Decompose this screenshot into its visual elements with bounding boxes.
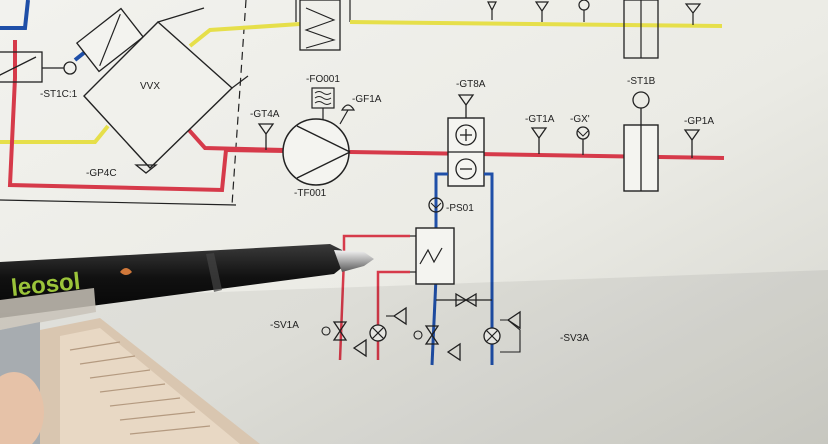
triangle-sensor-icon	[457, 94, 475, 107]
gx-label: -GX'	[570, 114, 590, 125]
paper-shadow	[0, 270, 828, 444]
triangle-sensor-icon	[257, 123, 275, 136]
triangle-sensor-icon	[487, 1, 497, 12]
sensor-gt8a: -GT8A	[456, 79, 486, 118]
pen-clip	[0, 288, 96, 330]
sensor-gf1a: -GF1A	[339, 94, 382, 125]
triangle-sensor-icon	[392, 306, 407, 326]
outdoor-air-line	[188, 22, 301, 48]
sensor-gx: -GX'	[570, 114, 590, 155]
gp1a-label: -GP1A	[684, 116, 714, 127]
gt1a-label: -GT1A	[525, 114, 555, 125]
sensor-ps01: -PS01	[428, 197, 474, 214]
actuator-icon	[321, 326, 331, 336]
heat-exchanger-vvx: VVX	[83, 7, 249, 170]
outdoor-duct-top	[349, 20, 723, 28]
pressure-sensor-icon	[428, 197, 444, 213]
st1c-label: -ST1C:1	[40, 89, 78, 100]
hot-pipe-outer	[338, 234, 410, 361]
damper-icon	[0, 51, 43, 83]
sensor-gp4c: -GP4C	[86, 164, 158, 179]
triangle-sensor-icon	[530, 127, 548, 140]
triangle-sensor-icon	[506, 310, 521, 330]
water-heat-exchanger	[410, 227, 455, 285]
triangle-sensor-icon	[683, 129, 701, 142]
pen-grip-band	[206, 253, 222, 292]
unit-bottom-line	[0, 199, 237, 206]
fan-icon	[282, 118, 350, 186]
damper-st1c	[0, 51, 77, 83]
triangle-sensor-icon	[352, 338, 367, 358]
coil-unit-gt8a	[447, 117, 485, 187]
sv1a-label: -SV1A	[270, 320, 299, 331]
triangle-sensor-icon	[534, 1, 550, 13]
triangle-sensor-icon	[446, 342, 461, 362]
gt4a-label: -GT4A	[250, 109, 280, 120]
coil-top	[295, 0, 351, 51]
unit-boundary-dashed	[231, 0, 247, 206]
finger	[0, 372, 44, 444]
fo001-label: -FO001	[306, 74, 340, 85]
pressure-sensor-icon	[134, 164, 158, 174]
cold-pipe-right	[484, 172, 494, 365]
gp4c-label: -GP4C	[86, 168, 117, 179]
valve-icon	[332, 321, 348, 341]
heat-exchanger-icon	[83, 21, 234, 170]
pen-tip	[334, 250, 374, 272]
st1b-label: -ST1B	[627, 76, 656, 87]
damper-st1b: -ST1B	[623, 76, 659, 192]
pen-logo	[120, 268, 132, 275]
valve-group-sv1a: -SV1A	[270, 306, 407, 358]
supply-fan-tf001: -TF001	[282, 118, 351, 199]
supply-line-left	[7, 40, 228, 193]
valve-icon	[424, 325, 440, 345]
cold-pipe-left-lower	[430, 277, 438, 366]
top-sensors	[487, 0, 702, 59]
gf1a-label: -GF1A	[352, 94, 382, 105]
cooling-coil-icon	[455, 158, 477, 180]
valve-group-sv3a: -SV3A	[413, 310, 589, 362]
sensor-gt4a: -GT4A	[250, 109, 280, 150]
heating-coil-icon	[455, 124, 477, 146]
sv3a-label: -SV3A	[560, 333, 589, 344]
filter-box-top	[75, 7, 145, 73]
cold-pipe-left	[434, 172, 448, 235]
cold-line-top-left	[0, 0, 30, 30]
pen: leosol	[0, 244, 374, 330]
exhaust-air-line	[0, 124, 110, 144]
vvx-label: VVX	[140, 81, 160, 92]
ps01-label: -PS01	[446, 203, 474, 214]
valve-icon	[455, 292, 477, 308]
sensor-gt1a: -GT1A	[525, 114, 555, 154]
actuator-icon	[413, 330, 423, 340]
bypass-valve	[455, 292, 477, 308]
filter-fo001: -FO001	[306, 74, 340, 120]
tf001-label: -TF001	[294, 188, 327, 199]
triangle-sensor-icon	[340, 104, 356, 111]
triangle-sensor-icon	[684, 3, 702, 14]
sensor-gp1a: -GP1A	[683, 116, 714, 158]
gt8a-label: -GT8A	[456, 79, 486, 90]
